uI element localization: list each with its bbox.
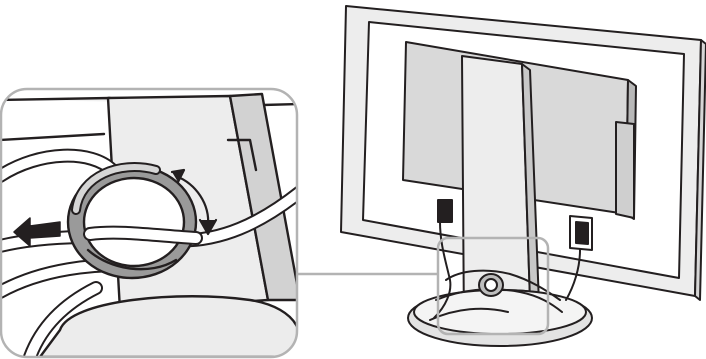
cable-holder-ring [68, 166, 196, 278]
monitor-rear-view [341, 6, 706, 346]
zoom-inset [0, 89, 300, 357]
monitor-right-connector-block [616, 122, 634, 218]
power-plug [438, 200, 452, 222]
